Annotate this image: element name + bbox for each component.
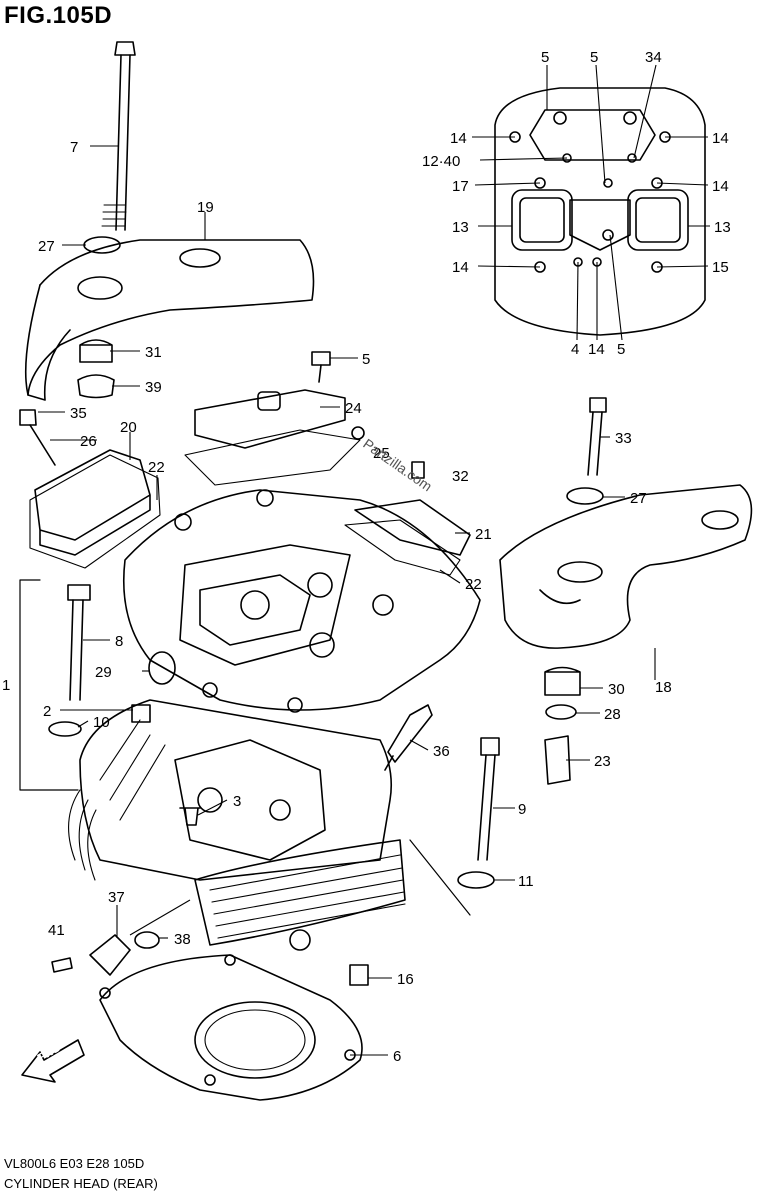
callout-32: 32: [452, 468, 469, 485]
callout-1: 1: [2, 677, 10, 694]
callout-36: 36: [433, 743, 450, 760]
callout-5-inset-c: 5: [617, 341, 625, 358]
callout-29: 29: [95, 664, 112, 681]
fwd-label: FWD: [36, 1042, 64, 1065]
bolt-9: [480, 737, 500, 756]
callout-14-inset-b: 14: [712, 130, 729, 147]
cap-39: [77, 374, 115, 399]
callout-14-inset-d: 14: [452, 259, 469, 276]
bolt-8: [67, 584, 91, 601]
callout-35: 35: [70, 405, 87, 422]
callout-15: 15: [712, 259, 729, 276]
callout-7: 7: [70, 139, 78, 156]
callout-5-inset-a: 5: [541, 49, 549, 66]
plate-21: [354, 499, 471, 556]
callout-5-mid: 5: [362, 351, 370, 368]
footer-code: VL800L6 E03 E28 105D: [4, 1156, 145, 1171]
callout-9: 9: [518, 801, 526, 818]
callout-22-right: 22: [465, 576, 482, 593]
bolt-35: [19, 409, 37, 426]
callout-39: 39: [145, 379, 162, 396]
washer-11: [457, 871, 495, 889]
gasket-22-right: [344, 519, 461, 576]
callout-26: 26: [80, 433, 97, 450]
cover-24: [194, 389, 346, 449]
gasket-22-left: [29, 454, 161, 569]
callout-30: 30: [608, 681, 625, 698]
gasket-25: [184, 429, 361, 486]
callout-17: 17: [452, 178, 469, 195]
spark-plug-36: [387, 704, 433, 763]
callout-37: 37: [108, 889, 125, 906]
callout-41: 41: [48, 922, 65, 939]
leader-lines: [38, 64, 710, 1056]
callout-38: 38: [174, 931, 191, 948]
callout-8: 8: [115, 633, 123, 650]
callout-18: 18: [655, 679, 672, 696]
washer-10: [48, 721, 82, 737]
stud-26: [29, 424, 56, 466]
o-ring-25: [351, 426, 365, 440]
head-cover-right-18: [499, 484, 753, 649]
callout-13-right: 13: [714, 219, 731, 236]
fitting-37: [89, 934, 131, 976]
callout-27-left: 27: [38, 238, 55, 255]
callout-12-40: 12·40: [422, 153, 460, 170]
seal-29: [148, 651, 176, 685]
callout-5-inset-b: 5: [590, 49, 598, 66]
washer-28: [545, 704, 577, 720]
bolt-32: [411, 461, 425, 479]
figure-title: FIG.105D: [4, 2, 113, 29]
callout-34: 34: [645, 49, 662, 66]
callout-16: 16: [397, 971, 414, 988]
callout-labels: 7 19 27 31 39 35 20 26 22 5 24 25 32 21 …: [2, 49, 731, 1065]
stud-3: [179, 807, 201, 826]
callout-11: 11: [518, 873, 534, 890]
callout-14-inset-e: 14: [588, 341, 605, 358]
fwd-arrow: [21, 1039, 85, 1083]
callout-13-left: 13: [452, 219, 469, 236]
callout-21: 21: [475, 526, 492, 543]
head-top-view-inset: [494, 87, 706, 336]
valve-cap-20: [34, 449, 151, 556]
bolt-41: [51, 957, 73, 973]
grommet-31: [79, 339, 113, 363]
callout-25: 25: [373, 445, 390, 462]
callout-10: 10: [93, 714, 110, 731]
callout-19: 19: [197, 199, 214, 216]
bolt-5-mid: [311, 351, 331, 366]
callout-6: 6: [393, 1048, 401, 1065]
head-gasket-6: [99, 954, 363, 1101]
group-1-bracket: [19, 579, 79, 791]
callout-20: 20: [120, 419, 137, 436]
callout-22-left: 22: [148, 459, 165, 476]
cylinder-head-main: [68, 489, 481, 951]
callout-33: 33: [615, 430, 632, 447]
callout-31: 31: [145, 344, 162, 361]
callout-2: 2: [43, 703, 51, 720]
callout-24: 24: [345, 400, 362, 417]
long-bolt-7: [101, 41, 136, 231]
callout-23: 23: [594, 753, 611, 770]
footer-name: CYLINDER HEAD (REAR): [4, 1176, 158, 1191]
washer-27-right: [566, 487, 604, 505]
callout-27-right: 27: [630, 490, 647, 507]
dowel-16: [349, 964, 369, 986]
callout-3: 3: [233, 793, 241, 810]
callout-28: 28: [604, 706, 621, 723]
callout-14-inset-a: 14: [450, 130, 467, 147]
bolt-33: [589, 397, 607, 413]
callout-4: 4: [571, 341, 579, 358]
o-ring-38: [134, 931, 160, 949]
dowel-2: [131, 704, 151, 723]
head-cover-upper-19: [24, 239, 315, 401]
grommet-30: [544, 666, 581, 696]
sleeve-23: [544, 735, 571, 785]
callout-14-inset-c: 14: [712, 178, 729, 195]
